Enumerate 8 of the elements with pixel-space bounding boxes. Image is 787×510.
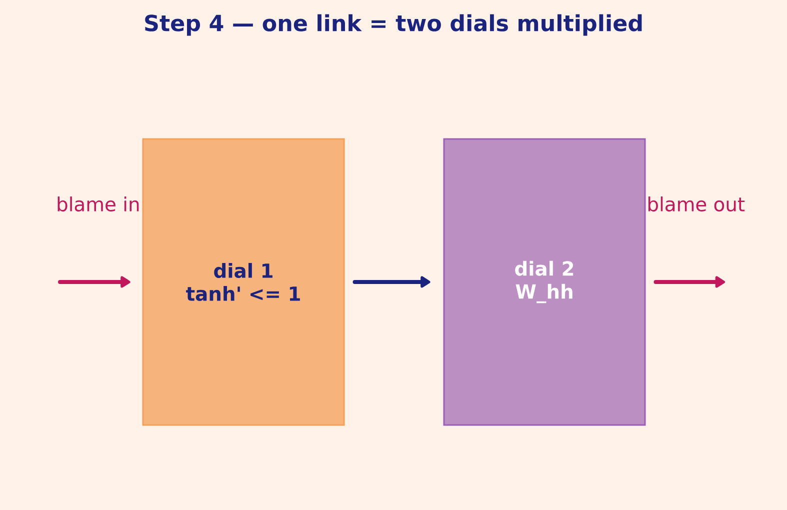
edge-label: blame out bbox=[648, 196, 745, 212]
arrow bbox=[58, 276, 130, 288]
process-box: dial 1 tanh' <= 1 bbox=[142, 138, 345, 426]
arrow bbox=[654, 276, 725, 288]
edge-label: blame in bbox=[58, 196, 139, 212]
title: Step 4 — one link = two dials multiplied bbox=[145, 14, 642, 36]
process-box: dial 2 W_hh bbox=[443, 138, 646, 426]
arrow bbox=[352, 276, 430, 288]
